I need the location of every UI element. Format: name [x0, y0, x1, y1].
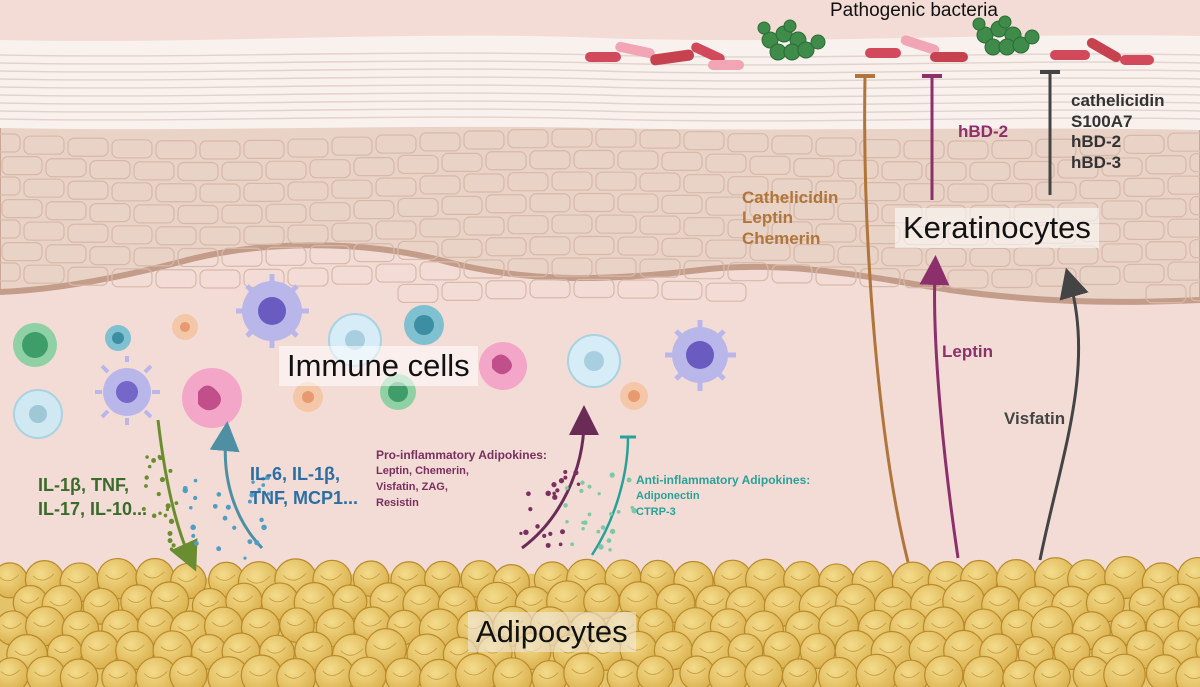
adipocytes-label: Adipocytes	[468, 612, 636, 652]
antimicrobial-item: hBD-3	[1071, 153, 1122, 173]
leptin-label: Leptin	[942, 342, 993, 361]
adipokine-item: Visfatin, ZAG,	[376, 481, 448, 494]
anti-inflammatory-inhibition	[590, 436, 630, 556]
antimicrobial-item: cathelicidin	[1071, 91, 1165, 110]
anti-inflammatory-adipokines: Anti-inflammatory Adipokines: Adiponecti…	[636, 472, 810, 521]
pro-inflammatory-arrow	[521, 405, 599, 550]
visfatin-arrow	[1038, 267, 1089, 561]
keratinocyte-antimicrobial-list: cathelicidin S100A7 hBD-2 hBD-3	[1071, 91, 1165, 174]
stratum-corneum	[0, 35, 1200, 130]
visfatin-label: Visfatin	[1004, 409, 1066, 428]
cytokine-dots	[141, 454, 637, 560]
antimicrobial-item: Cathelicidin	[742, 188, 839, 207]
adipocyte-to-immune-arrow	[209, 421, 264, 550]
adipokine-item: Adiponectin	[636, 490, 700, 503]
cytokine-line: IL-17, IL-10...	[38, 499, 148, 520]
adipocyte-to-immune-cytokines: IL-6, IL-1β, TNF, MCP1...	[250, 462, 358, 511]
adipokine-item: Leptin, Chemerin,	[376, 465, 469, 478]
antimicrobial-item: Chemerin	[742, 228, 821, 248]
antimicrobial-item: Leptin	[742, 208, 793, 228]
cytokine-line: IL-6, IL-1β,	[250, 464, 340, 484]
hbd2-label: hBD-2	[958, 122, 1009, 141]
immune-to-adipocyte-arrow	[156, 419, 198, 572]
adipocyte-antimicrobial-line	[863, 75, 910, 563]
stratum-corneum-lines	[0, 52, 1200, 122]
adipocyte-cells	[0, 555, 1200, 687]
pro-inflammatory-title: Pro-inflammatory Adipokines:	[376, 448, 547, 462]
adipokine-item: Resistin	[376, 497, 419, 510]
keratinocyte-cells	[0, 128, 1200, 304]
keratinocytes-label: Keratinocytes	[895, 208, 1099, 248]
leptin-arrow	[919, 255, 960, 559]
adipocyte-antimicrobial-list: Cathelicidin Leptin Chemerin	[742, 188, 838, 249]
cytokine-line: TNF, MCP1...	[250, 488, 359, 509]
basement-membrane	[0, 242, 1200, 305]
pathogenic-bacteria-label: Pathogenic bacteria	[830, 0, 998, 21]
adipokine-item: CTRP-3	[636, 506, 676, 519]
antimicrobial-item: hBD-2	[1071, 132, 1122, 152]
cytokine-line: IL-1β, TNF,	[38, 475, 129, 495]
anti-inflammatory-title: Anti-inflammatory Adipokines:	[636, 473, 811, 487]
antimicrobial-item: S100A7	[1071, 111, 1133, 131]
immune-cells-label: Immune cells	[279, 346, 478, 386]
pathogenic-bacteria-cluster	[585, 15, 1154, 70]
immune-to-adipocyte-cytokines: IL-1β, TNF, IL-17, IL-10...	[38, 473, 147, 522]
pro-inflammatory-adipokines: Pro-inflammatory Adipokines: Leptin, Che…	[376, 447, 547, 512]
